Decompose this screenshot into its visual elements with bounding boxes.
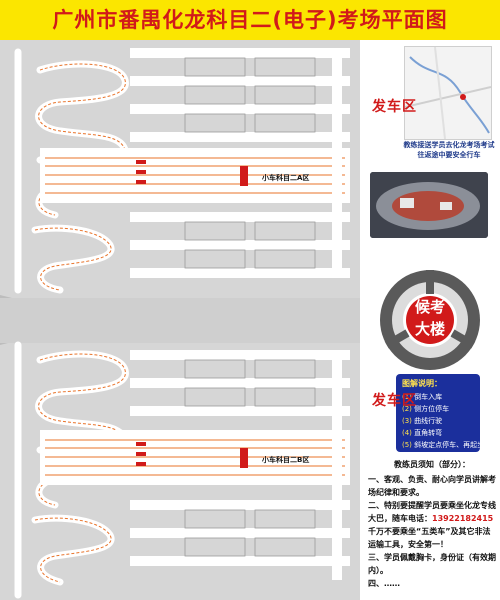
instructor-notice: 教练员须知（部分）： 一、客观、负责、耐心向学员讲解考场纪律和要求。 二、特别要…: [368, 458, 496, 590]
aerial-photo: [370, 172, 488, 238]
location-mini-map: [404, 46, 492, 140]
site-plan-graphic: 小车科目二A区: [0, 40, 360, 600]
legend-item: (3) 曲线行驶: [402, 417, 443, 425]
legend-item: (5) 斜坡定点停车、再起步: [402, 441, 485, 449]
notice-line-2: 二、特别要提醒学员要乘坐化龙专线大巴，随车电话：13922182415千万不要乘…: [368, 501, 496, 549]
zone-a: 小车科目二A区: [14, 48, 350, 294]
notice-title: 教练员须知（部分）：: [394, 460, 470, 469]
notice-line-4: 四、……: [368, 579, 400, 588]
mini-map-note: 教练接送学员去化龙考场考试 往返途中要安全行车: [403, 141, 495, 159]
notice-line-1: 一、客观、负责、耐心向学员讲解考场纪律和要求。: [368, 475, 496, 497]
waiting-building: 候考 大楼: [378, 268, 482, 372]
zone-b-label: 小车科目二B区: [261, 455, 309, 464]
zone-b: 小车科目二B区: [14, 341, 350, 599]
waiting-building-line2: 大楼: [414, 320, 445, 338]
legend-box: 图解说明： (1) 倒车入库 (2) 侧方位停车 (3) 曲线行驶 (4) 直角…: [396, 374, 485, 452]
page-title: 广州市番禺化龙科目二(电子)考场平面图: [0, 0, 500, 40]
exam-site-map: 小车科目二A区: [0, 40, 360, 600]
legend-title: 图解说明：: [402, 379, 442, 388]
notice-line-3: 三、学员佩戴胸卡，身份证（有效期内）。: [368, 553, 496, 575]
waiting-building-line1: 候考: [414, 298, 445, 316]
info-panel: 教练接送学员去化龙考场考试 往返途中要安全行车 发车区 候考 大楼 图解说明： …: [360, 40, 500, 600]
depart-area-label-top: 发车区: [372, 99, 417, 115]
depart-area-label-bottom: 发车区: [372, 393, 417, 409]
legend-item: (2) 侧方位停车: [402, 405, 450, 413]
legend-item: (4) 直角转弯: [402, 429, 443, 437]
zone-a-label: 小车科目二A区: [261, 173, 309, 182]
legend-item: (1) 倒车入库: [402, 393, 443, 401]
